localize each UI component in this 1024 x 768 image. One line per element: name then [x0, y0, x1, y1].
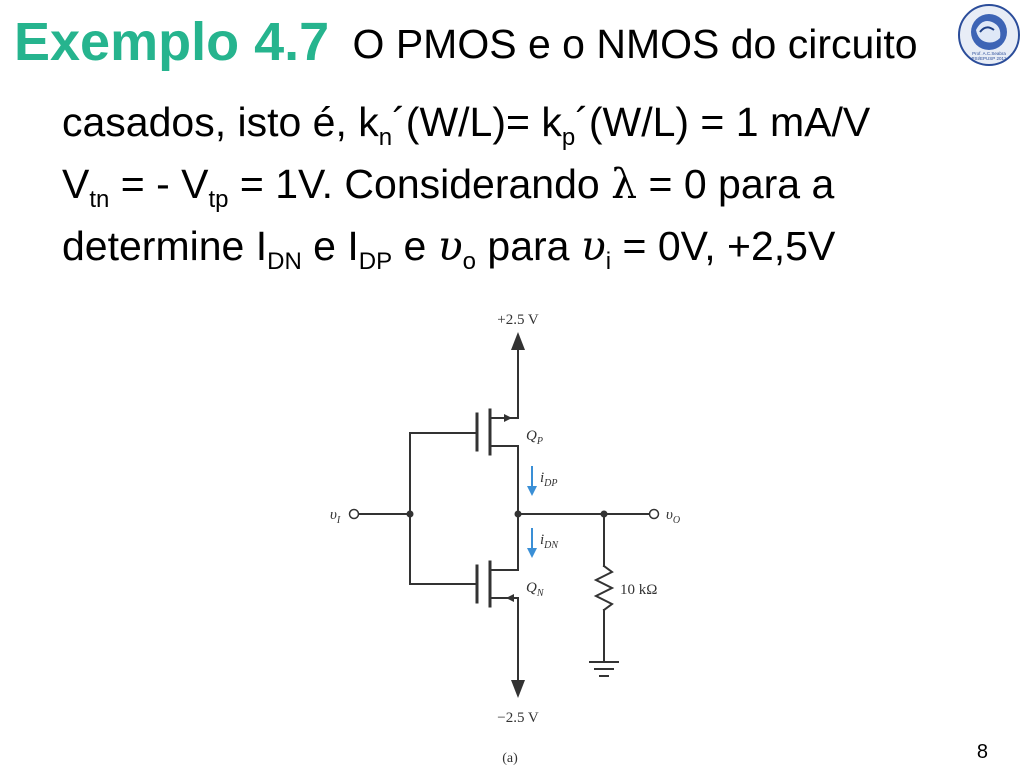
text-seg: para: [476, 223, 581, 269]
subscript: o: [462, 248, 476, 275]
subscript: n: [378, 124, 393, 151]
slide-title: Exemplo 4.7: [14, 12, 330, 72]
text-seg: = 0 para a: [637, 161, 835, 207]
qp-label: QP: [526, 428, 543, 447]
text-seg: = - V: [109, 161, 209, 207]
text-line-2: casados, isto é, kn´(W/L)= kp´(W/L) = 1 …: [62, 98, 871, 150]
logo-text-2: PSI/EPUSP 2012: [972, 56, 1007, 61]
text-seg: ´(W/L) = 1 mA/V: [575, 99, 871, 145]
current-arrows: [527, 466, 537, 558]
subscript: p: [561, 124, 576, 151]
resistor-label: 10 kΩ: [620, 582, 657, 598]
vi-label: υI: [330, 507, 341, 526]
lambda-symbol: λ: [611, 160, 638, 208]
pmos-arrow-icon: [504, 414, 512, 422]
idn-label: iDN: [540, 532, 559, 551]
vdd-arrow-icon: [511, 332, 525, 350]
subscript: tn: [89, 186, 110, 213]
slide-number: 8: [976, 741, 988, 763]
output-node: [600, 510, 608, 518]
idp-arrow-icon: [527, 486, 537, 496]
text-seg: = 0V, +2,5V: [611, 223, 836, 269]
subscript: tp: [208, 186, 229, 213]
text-seg: ´(W/L)= k: [392, 99, 562, 145]
output-terminal: [648, 508, 660, 520]
text-seg: e I: [301, 223, 359, 269]
input-terminal: [348, 508, 360, 520]
text-line-1-content: O PMOS e o NMOS do circuito: [352, 21, 918, 67]
qn-label: QN: [526, 580, 545, 599]
nmos-arrow-icon: [506, 594, 514, 602]
text-line-1: Exemplo 4.7 O PMOS e o NMOS do circuito: [14, 15, 918, 69]
upsilon-symbol: υ: [580, 222, 606, 270]
subscript: DP: [358, 248, 393, 275]
text-line-4: determine IDN e IDP e υo para υi = 0V, +…: [62, 222, 836, 274]
idp-label: iDP: [540, 470, 558, 489]
vss-label: −2.5 V: [497, 710, 539, 726]
text-seg: V: [62, 161, 90, 207]
vo-label: υO: [666, 507, 680, 526]
text-seg: casados, isto é, k: [62, 99, 379, 145]
text-line-3: Vtn = - Vtp = 1V. Considerando λ = 0 par…: [62, 160, 835, 212]
input-node: [406, 510, 414, 518]
text-seg: e: [392, 223, 438, 269]
subscript: DN: [267, 248, 302, 275]
figure-caption: (a): [502, 751, 518, 766]
slide-text: Exemplo 4.7 O PMOS e o NMOS do circuito …: [0, 0, 1024, 300]
vdd-label: +2.5 V: [497, 312, 539, 328]
idn-arrow-icon: [527, 548, 537, 558]
vss-arrow-icon: [511, 680, 525, 698]
logo-text-1: Prof. A.C.Seabra: [972, 51, 1006, 56]
upsilon-symbol: υ: [437, 222, 463, 270]
drain-node: [514, 510, 522, 518]
resistor-10k: [593, 564, 615, 612]
text-seg: = 1V. Considerando: [228, 161, 612, 207]
text-seg: determine I: [62, 223, 268, 269]
university-seal-icon: Prof. A.C.Seabra PSI/EPUSP 2012: [958, 4, 1020, 66]
cmos-inverter-circuit: +2.5 V −2.5 V QP QN iDP iDN υI υO 10 kΩ …: [330, 312, 680, 766]
subscript: i: [605, 248, 612, 275]
